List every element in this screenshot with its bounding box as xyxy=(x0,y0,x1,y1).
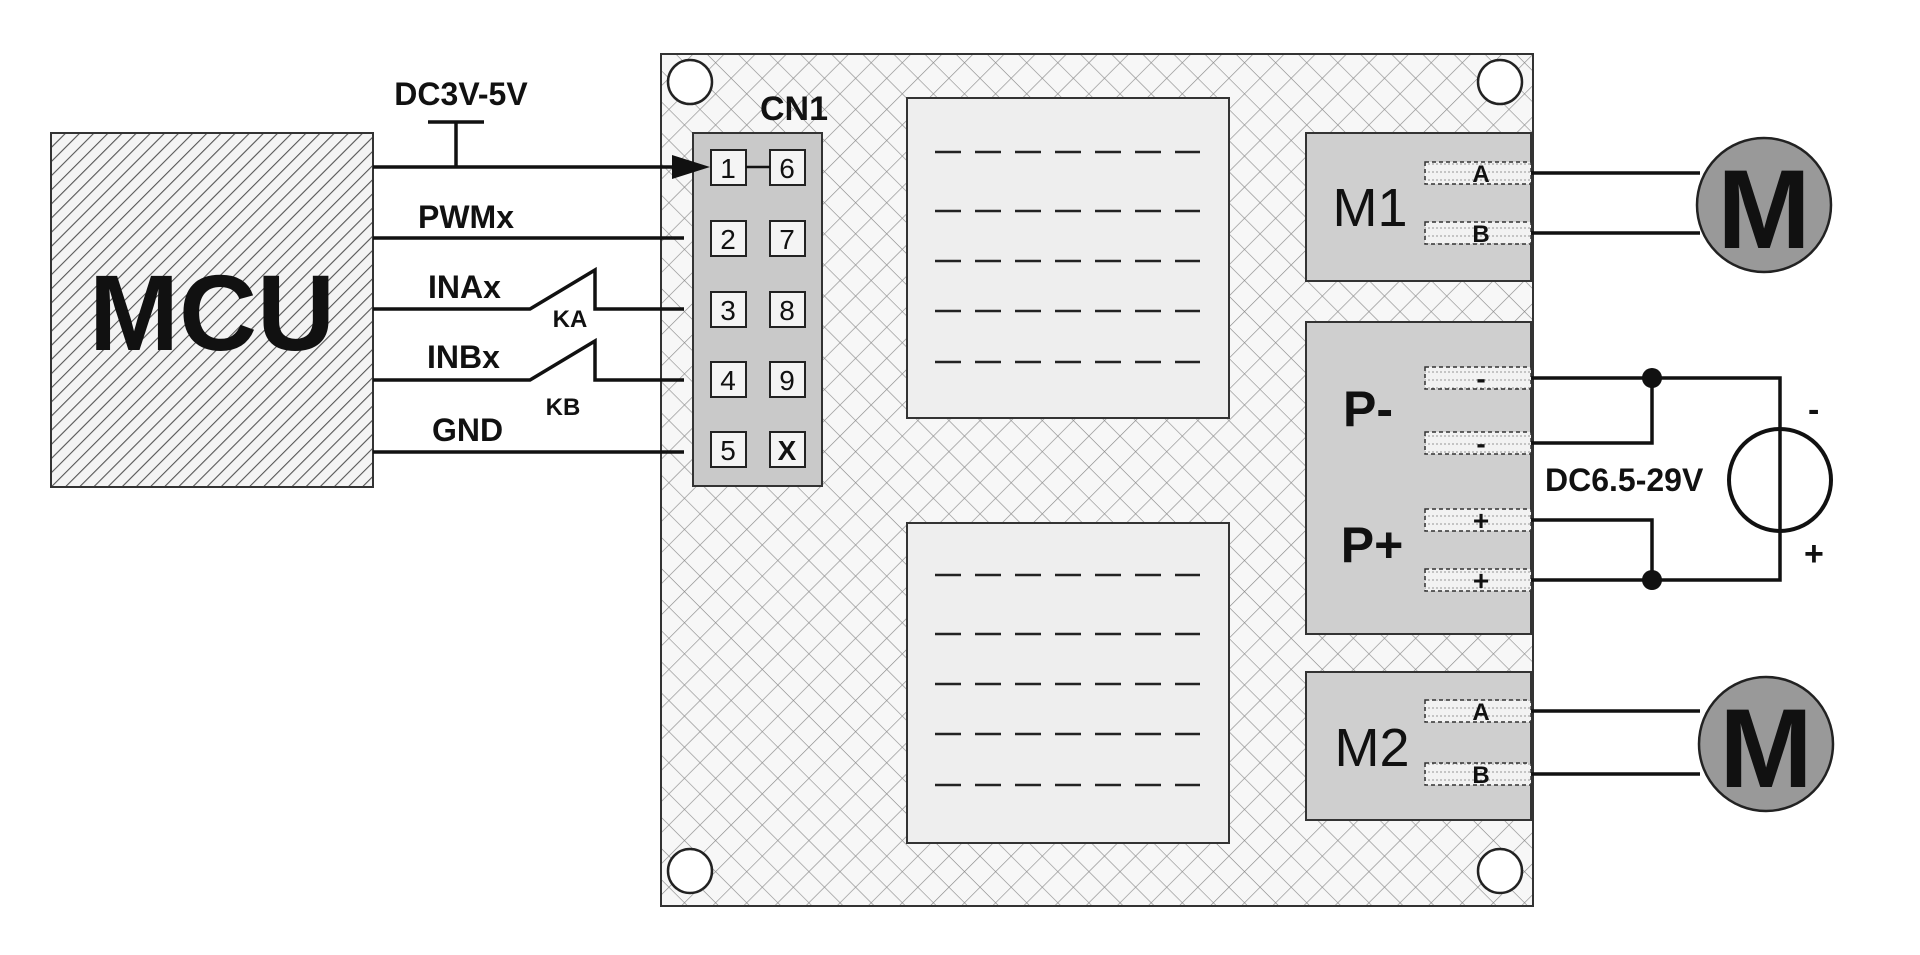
junction-neg xyxy=(1642,368,1662,388)
cn1-connector: CN1 1 2 3 4 5 xyxy=(692,90,828,487)
inb-label: INBx xyxy=(427,339,500,375)
svg-text:1: 1 xyxy=(720,153,736,184)
cn1-pin-3: 3 xyxy=(710,291,747,328)
power-source-pos-sign: + xyxy=(1804,535,1824,573)
m1-terminal-b: B xyxy=(1424,221,1532,248)
junction-pos xyxy=(1642,570,1662,590)
gnd-label: GND xyxy=(432,412,503,448)
cn1-pin-1: 1 xyxy=(710,149,747,186)
cn1-pin-8: 8 xyxy=(769,291,806,328)
signal-wiring: DC3V-5V PWMx INAx KA INBx KB GND xyxy=(373,76,710,454)
svg-text:3: 3 xyxy=(720,295,736,326)
p-plus-label: P+ xyxy=(1341,517,1404,573)
mounting-hole-top-left xyxy=(666,58,714,106)
cn1-pin-7: 7 xyxy=(769,220,806,257)
m2-terminal-block: M2 A B xyxy=(1305,671,1532,821)
motor-2-label: M xyxy=(1719,686,1812,811)
svg-text:B: B xyxy=(1472,221,1489,248)
svg-text:6: 6 xyxy=(779,153,795,184)
m1-label: M1 xyxy=(1332,178,1407,238)
power-source-label: DC6.5-29V xyxy=(1545,462,1704,498)
mounting-hole-bottom-right xyxy=(1476,847,1524,895)
cn1-pin-9: 9 xyxy=(769,361,806,398)
m2-terminal-a: A xyxy=(1424,699,1532,726)
wire-power-pos xyxy=(1531,539,1782,582)
motor-1-label: M xyxy=(1717,147,1810,272)
m2-terminal-b: B xyxy=(1424,762,1532,789)
arrow-to-pin-1 xyxy=(672,155,710,179)
wire-power-neg xyxy=(1531,376,1782,421)
switch-kb-label: KB xyxy=(546,394,581,421)
chip-panel-upper xyxy=(906,97,1230,419)
switch-ka-label: KA xyxy=(553,306,588,333)
mcu-block: MCU xyxy=(50,132,374,488)
p-minus-label: P- xyxy=(1343,381,1393,437)
svg-text:2: 2 xyxy=(720,224,736,255)
svg-text:9: 9 xyxy=(779,365,795,396)
cn1-pin-5: 5 xyxy=(710,431,747,468)
motor-2: M xyxy=(1697,675,1835,813)
mounting-hole-bottom-left xyxy=(666,847,714,895)
svg-text:5: 5 xyxy=(720,435,736,466)
cn1-label: CN1 xyxy=(760,90,828,128)
wire-power-pos-2 xyxy=(1531,518,1654,580)
mounting-hole-top-right xyxy=(1476,58,1524,106)
svg-text:B: B xyxy=(1472,762,1489,789)
mcu-label: MCU xyxy=(89,252,335,373)
cn1-pin-6: 6 xyxy=(769,149,806,186)
motor-1: M xyxy=(1695,136,1833,274)
chip-panel-lower xyxy=(906,522,1230,844)
svg-text:X: X xyxy=(778,435,797,466)
cn1-pin-4: 4 xyxy=(710,361,747,398)
m2-label: M2 xyxy=(1334,718,1409,778)
wire-power-neg-2 xyxy=(1531,378,1654,445)
svg-text:+: + xyxy=(1473,505,1489,536)
power-terminal-neg-1: - xyxy=(1424,363,1532,394)
power-terminal-pos-2: + xyxy=(1424,565,1532,596)
m1-terminal-block: M1 A B xyxy=(1305,132,1532,282)
svg-text:4: 4 xyxy=(720,365,736,396)
driver-board: CN1 1 2 3 4 5 xyxy=(660,53,1534,907)
power-source-neg-sign: - xyxy=(1808,391,1819,429)
power-terminal-pos-1: + xyxy=(1424,505,1532,536)
cn1-pin-x: X xyxy=(769,431,806,468)
dc-power-source xyxy=(1727,421,1833,539)
wire-inb-switch-kb xyxy=(373,337,684,382)
pwm-label: PWMx xyxy=(418,199,514,235)
wire-ina-switch-ka xyxy=(373,266,684,311)
logic-supply-label: DC3V-5V xyxy=(394,76,528,112)
svg-text:8: 8 xyxy=(779,295,795,326)
logic-supply-symbol xyxy=(428,120,484,167)
svg-text:-: - xyxy=(1476,363,1485,394)
cn1-pin-2: 2 xyxy=(710,220,747,257)
svg-text:A: A xyxy=(1472,161,1489,188)
svg-text:+: + xyxy=(1473,565,1489,596)
power-terminal-neg-2: - xyxy=(1424,428,1532,459)
svg-text:7: 7 xyxy=(779,224,795,255)
m1-terminal-a: A xyxy=(1424,161,1532,188)
svg-text:A: A xyxy=(1472,699,1489,726)
output-wiring: M M - + DC6.5-29V xyxy=(1531,136,1835,813)
ina-label: INAx xyxy=(428,269,501,305)
power-terminal-block: P- P+ - - + + xyxy=(1305,321,1532,635)
svg-text:-: - xyxy=(1476,428,1485,459)
